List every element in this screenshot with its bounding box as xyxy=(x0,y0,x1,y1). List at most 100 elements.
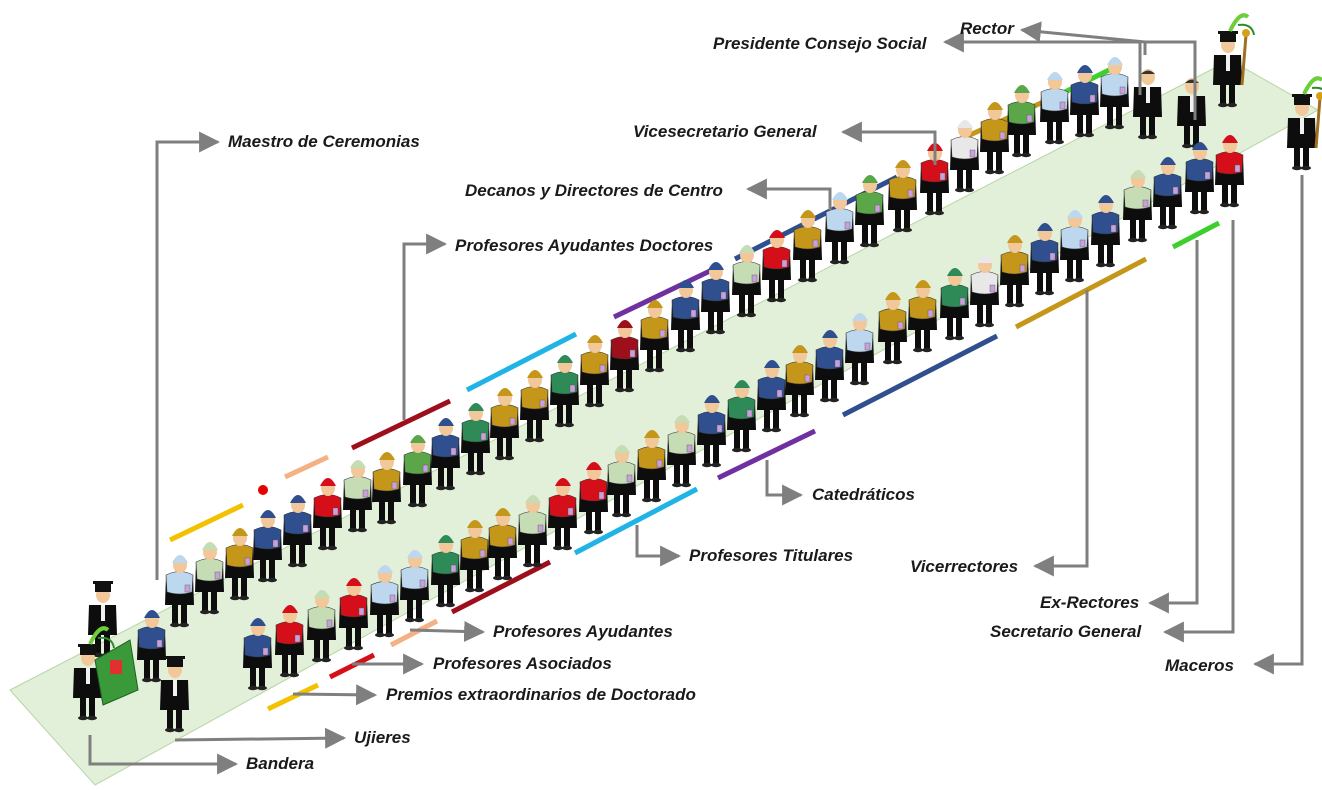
label-premios-doctorado: Premios extraordinarios de Doctorado xyxy=(386,685,696,704)
label-presidente-consejo-social: Presidente Consejo Social xyxy=(713,34,927,53)
premios-marker-dot xyxy=(258,485,268,495)
figure-upper-row xyxy=(855,175,884,248)
figure-upper-row xyxy=(732,245,761,318)
figure-upper-row xyxy=(1007,85,1036,158)
label-bandera: Bandera xyxy=(246,754,315,773)
figure-lower-row xyxy=(637,430,666,503)
figure-ujier xyxy=(160,656,189,733)
conn-decanos xyxy=(745,178,832,210)
figure-upper-row xyxy=(461,403,490,476)
figure-lower-row xyxy=(339,578,368,651)
label-profesores-ayudantes-doctores: Profesores Ayudantes Doctores xyxy=(455,236,714,255)
group-band xyxy=(1014,256,1148,330)
figure-lower-row xyxy=(1000,235,1029,308)
conn-presidente xyxy=(942,31,1142,95)
group-band xyxy=(389,618,439,648)
figure-upper-row xyxy=(195,542,224,615)
label-secretario-general: Secretario General xyxy=(990,622,1142,641)
group-band xyxy=(350,398,452,451)
figure-lower-row xyxy=(908,280,937,353)
figure-upper-row xyxy=(825,192,854,265)
procession-figures xyxy=(73,13,1322,733)
figure-upper-row xyxy=(313,478,342,551)
flag-crest-icon xyxy=(110,660,122,674)
conn-ayudantes-doctores xyxy=(402,233,448,420)
connector-line xyxy=(1145,40,1197,120)
label-profesores-asociados: Profesores Asociados xyxy=(433,654,612,673)
conn-ayudantes xyxy=(409,620,486,642)
figure-lower-row xyxy=(1185,142,1214,215)
figure-bandera xyxy=(73,626,115,721)
figure-lower-row xyxy=(370,565,399,638)
figure-lower-row xyxy=(243,618,272,691)
figure-upper-row xyxy=(980,102,1009,175)
conn-ex-rectores xyxy=(1147,240,1199,614)
label-rector: Rector xyxy=(960,19,1014,38)
figure-lower-row xyxy=(697,395,726,468)
group-band xyxy=(328,652,376,680)
conn-vicerrectores xyxy=(1032,290,1089,577)
conn-bandera xyxy=(88,735,239,775)
label-ujieres: Ujieres xyxy=(354,728,411,747)
group-band xyxy=(283,454,330,480)
figure-macero xyxy=(1213,13,1255,108)
figure-lower-row xyxy=(518,495,547,568)
group-band xyxy=(168,502,245,543)
label-maceros: Maceros xyxy=(1165,656,1234,675)
label-maestro-de-ceremonias: Maestro de Ceremonias xyxy=(228,132,420,151)
figure-lower-row xyxy=(460,520,489,593)
figure-upper-row xyxy=(520,370,549,443)
figure-upper-row xyxy=(640,300,669,373)
label-decanos-directores: Decanos y Directores de Centro xyxy=(465,181,723,200)
group-band xyxy=(716,428,817,481)
figure-upper-row xyxy=(550,355,579,428)
figure-lower-row xyxy=(940,268,969,341)
label-profesores-titulares: Profesores Titulares xyxy=(689,546,854,565)
conn-vicesecretario xyxy=(840,121,937,165)
group-band xyxy=(1171,220,1221,250)
figure-lower-row xyxy=(579,462,608,535)
figure-upper-row xyxy=(701,262,730,335)
figure-lower-row xyxy=(667,415,696,488)
figure-upper-row xyxy=(950,120,979,193)
figure-lower-row xyxy=(548,478,577,551)
figure-maestro-de-ceremonias xyxy=(137,610,166,683)
figure-upper-row xyxy=(793,210,822,283)
figure-upper-row xyxy=(253,510,282,583)
figure-lower-row xyxy=(607,445,636,518)
figure-lower-row xyxy=(970,255,999,328)
label-profesores-ayudantes: Profesores Ayudantes xyxy=(493,622,673,641)
conn-catedraticos xyxy=(765,460,804,506)
connector-lines xyxy=(88,21,1304,775)
figure-lower-row xyxy=(1215,135,1244,208)
figure-upper-row xyxy=(490,388,519,461)
figure-upper-row xyxy=(888,160,917,233)
figure-upper-row xyxy=(1100,57,1129,130)
figure-upper-row xyxy=(580,335,609,408)
figure-lower-row xyxy=(785,345,814,418)
figure-lower-row xyxy=(1153,157,1182,230)
conn-ujieres xyxy=(174,727,347,749)
figure-lower-row xyxy=(275,605,304,678)
label-vicesecretario-general: Vicesecretario General xyxy=(633,122,817,141)
group-band xyxy=(450,559,552,615)
figure-lower-row xyxy=(307,590,336,663)
figure-lower-row xyxy=(727,380,756,453)
figure-presidente-consejo-social xyxy=(1133,69,1162,140)
figure-lower-row xyxy=(1060,210,1089,283)
label-catedraticos: Catedráticos xyxy=(812,485,915,504)
label-ex-rectores: Ex-Rectores xyxy=(1040,593,1140,612)
figure-upper-row xyxy=(610,320,639,393)
figure-upper-row xyxy=(1040,72,1069,145)
group-band xyxy=(266,682,320,712)
walkway xyxy=(9,59,1320,786)
conn-titulares xyxy=(635,525,682,567)
conn-secretario xyxy=(1162,220,1235,643)
figure-lower-row xyxy=(845,313,874,386)
conn-maestro xyxy=(155,131,221,580)
figure-lower-row xyxy=(1123,170,1152,243)
figure-upper-row xyxy=(165,555,194,628)
figure-lower-row xyxy=(400,550,429,623)
group-band xyxy=(612,267,714,320)
